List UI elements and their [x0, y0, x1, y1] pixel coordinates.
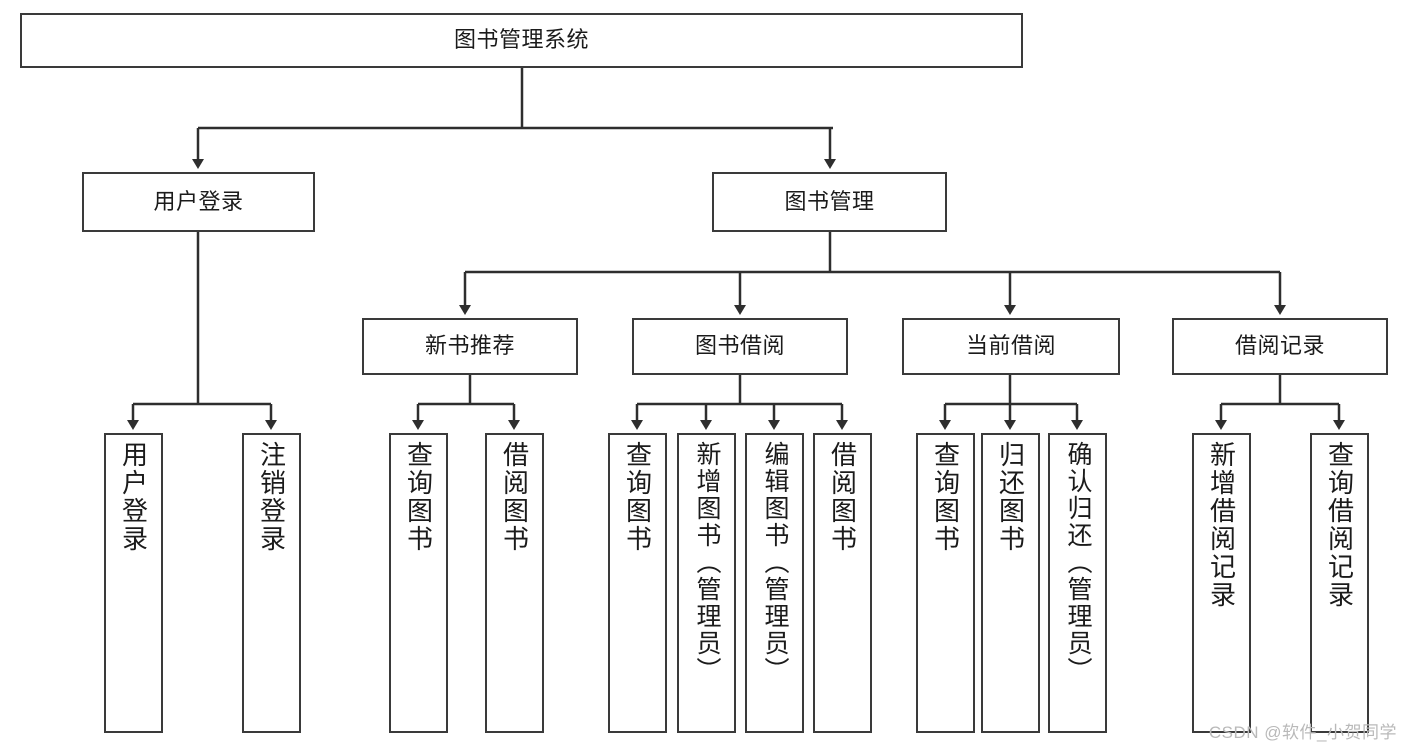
leaf-add-record-label: 新增借阅记录 — [1206, 441, 1237, 609]
leaf-user-login-label: 用户登录 — [118, 441, 149, 553]
leaf-query-book-1[interactable]: 查询图书 — [389, 433, 448, 733]
node-book-management[interactable]: 图书管理 — [712, 172, 947, 232]
leaf-add-book-label: 新增图书（管理员） — [693, 441, 721, 684]
node-book-borrow-label: 图书借阅 — [694, 333, 785, 359]
node-borrow-record[interactable]: 借阅记录 — [1172, 318, 1388, 375]
leaf-query-book-3[interactable]: 查询图书 — [916, 433, 975, 733]
leaf-logout-login-label: 注销登录 — [256, 441, 287, 553]
node-new-book-recommend-label: 新书推荐 — [424, 333, 515, 359]
leaf-add-book[interactable]: 新增图书（管理员） — [677, 433, 736, 733]
leaf-query-record-label: 查询借阅记录 — [1324, 441, 1355, 609]
node-book-management-label: 图书管理 — [784, 188, 875, 214]
leaf-logout-login[interactable]: 注销登录 — [242, 433, 301, 733]
leaf-confirm-return[interactable]: 确认归还（管理员） — [1048, 433, 1107, 733]
leaf-borrow-book-2[interactable]: 借阅图书 — [813, 433, 872, 733]
node-current-borrow-label: 当前借阅 — [965, 333, 1056, 359]
node-user-login-label: 用户登录 — [153, 188, 244, 214]
leaf-add-record[interactable]: 新增借阅记录 — [1192, 433, 1251, 733]
leaf-borrow-book-1-label: 借阅图书 — [499, 441, 530, 553]
node-root-label: 图书管理系统 — [453, 27, 589, 53]
node-book-borrow[interactable]: 图书借阅 — [632, 318, 848, 375]
leaf-query-book-2-label: 查询图书 — [622, 441, 653, 553]
leaf-borrow-book-1[interactable]: 借阅图书 — [485, 433, 544, 733]
leaf-borrow-book-2-label: 借阅图书 — [827, 441, 858, 553]
node-user-login[interactable]: 用户登录 — [82, 172, 315, 232]
node-current-borrow[interactable]: 当前借阅 — [902, 318, 1120, 375]
node-borrow-record-label: 借阅记录 — [1234, 333, 1325, 359]
leaf-confirm-return-label: 确认归还（管理员） — [1064, 441, 1092, 684]
leaf-edit-book-label: 编辑图书（管理员） — [761, 441, 789, 684]
leaf-query-record[interactable]: 查询借阅记录 — [1310, 433, 1369, 733]
watermark: CSDN @软件_小贺同学 — [1208, 723, 1397, 742]
leaf-query-book-1-label: 查询图书 — [403, 441, 434, 553]
leaf-query-book-2[interactable]: 查询图书 — [608, 433, 667, 733]
leaf-return-book-label: 归还图书 — [995, 441, 1026, 553]
leaf-edit-book[interactable]: 编辑图书（管理员） — [745, 433, 804, 733]
node-new-book-recommend[interactable]: 新书推荐 — [362, 318, 578, 375]
leaf-user-login[interactable]: 用户登录 — [104, 433, 163, 733]
leaf-return-book[interactable]: 归还图书 — [981, 433, 1040, 733]
node-root[interactable]: 图书管理系统 — [20, 13, 1023, 68]
leaf-query-book-3-label: 查询图书 — [930, 441, 961, 553]
